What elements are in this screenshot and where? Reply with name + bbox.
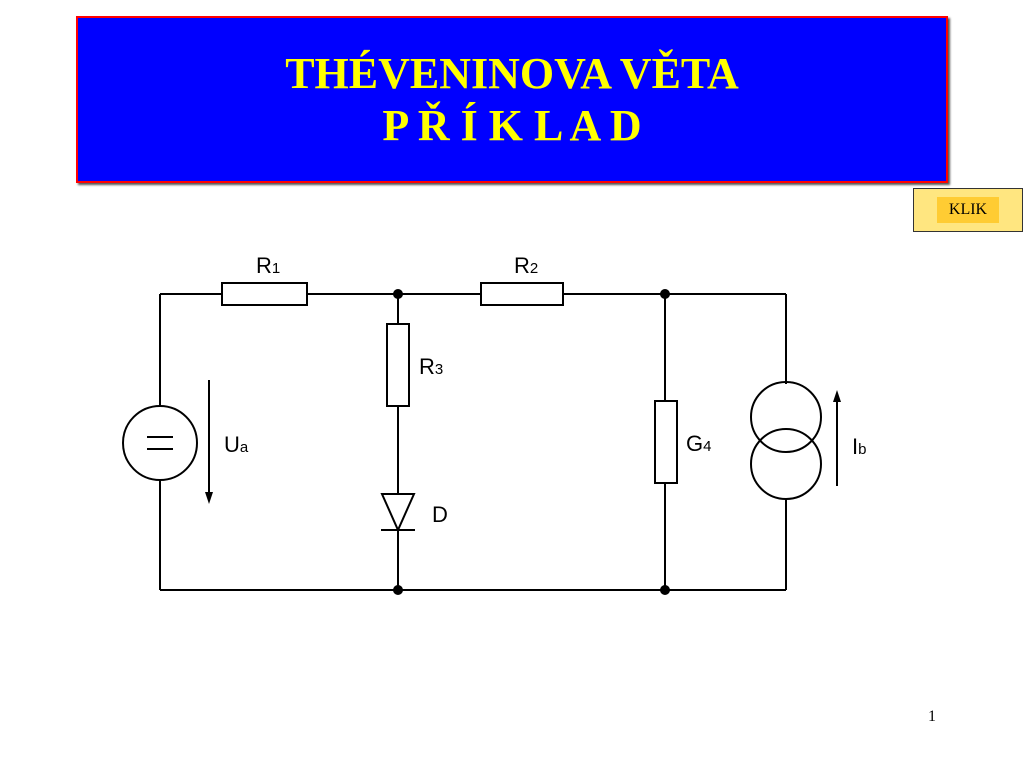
ua-arrow-head — [205, 492, 213, 504]
ib-arrow-head — [833, 390, 841, 402]
junction-dot — [393, 585, 403, 595]
label-r1: R1 — [256, 253, 280, 278]
page-number: 1 — [928, 708, 936, 725]
current-source-lower-circle — [750, 428, 822, 500]
title-line-1: THÉVENINOVA VĚTA — [285, 48, 739, 98]
label-d: D — [432, 502, 448, 527]
label-ib: Ib — [852, 434, 866, 459]
diode — [380, 493, 416, 533]
junction-dot — [660, 585, 670, 595]
junction-dot — [660, 289, 670, 299]
title-line-2: P Ř Í K L A D — [382, 100, 642, 150]
label-r3: R3 — [419, 354, 443, 379]
wires — [159, 293, 787, 591]
resistor-r2 — [480, 282, 564, 306]
conductance-g4 — [654, 400, 678, 484]
resistor-r1 — [221, 282, 308, 306]
current-source-upper-circle — [750, 381, 822, 453]
resistor-r3 — [386, 323, 410, 407]
klik-button-label: KLIK — [936, 197, 1000, 223]
label-ua: Ua — [224, 432, 249, 457]
klik-button[interactable]: KLIK — [913, 188, 1023, 232]
voltage-source — [122, 405, 198, 481]
junction-dot — [393, 289, 403, 299]
title-banner: THÉVENINOVA VĚTA P Ř Í K L A D — [76, 16, 948, 183]
label-r2: R2 — [514, 253, 538, 278]
label-g4: G4 — [686, 431, 711, 456]
